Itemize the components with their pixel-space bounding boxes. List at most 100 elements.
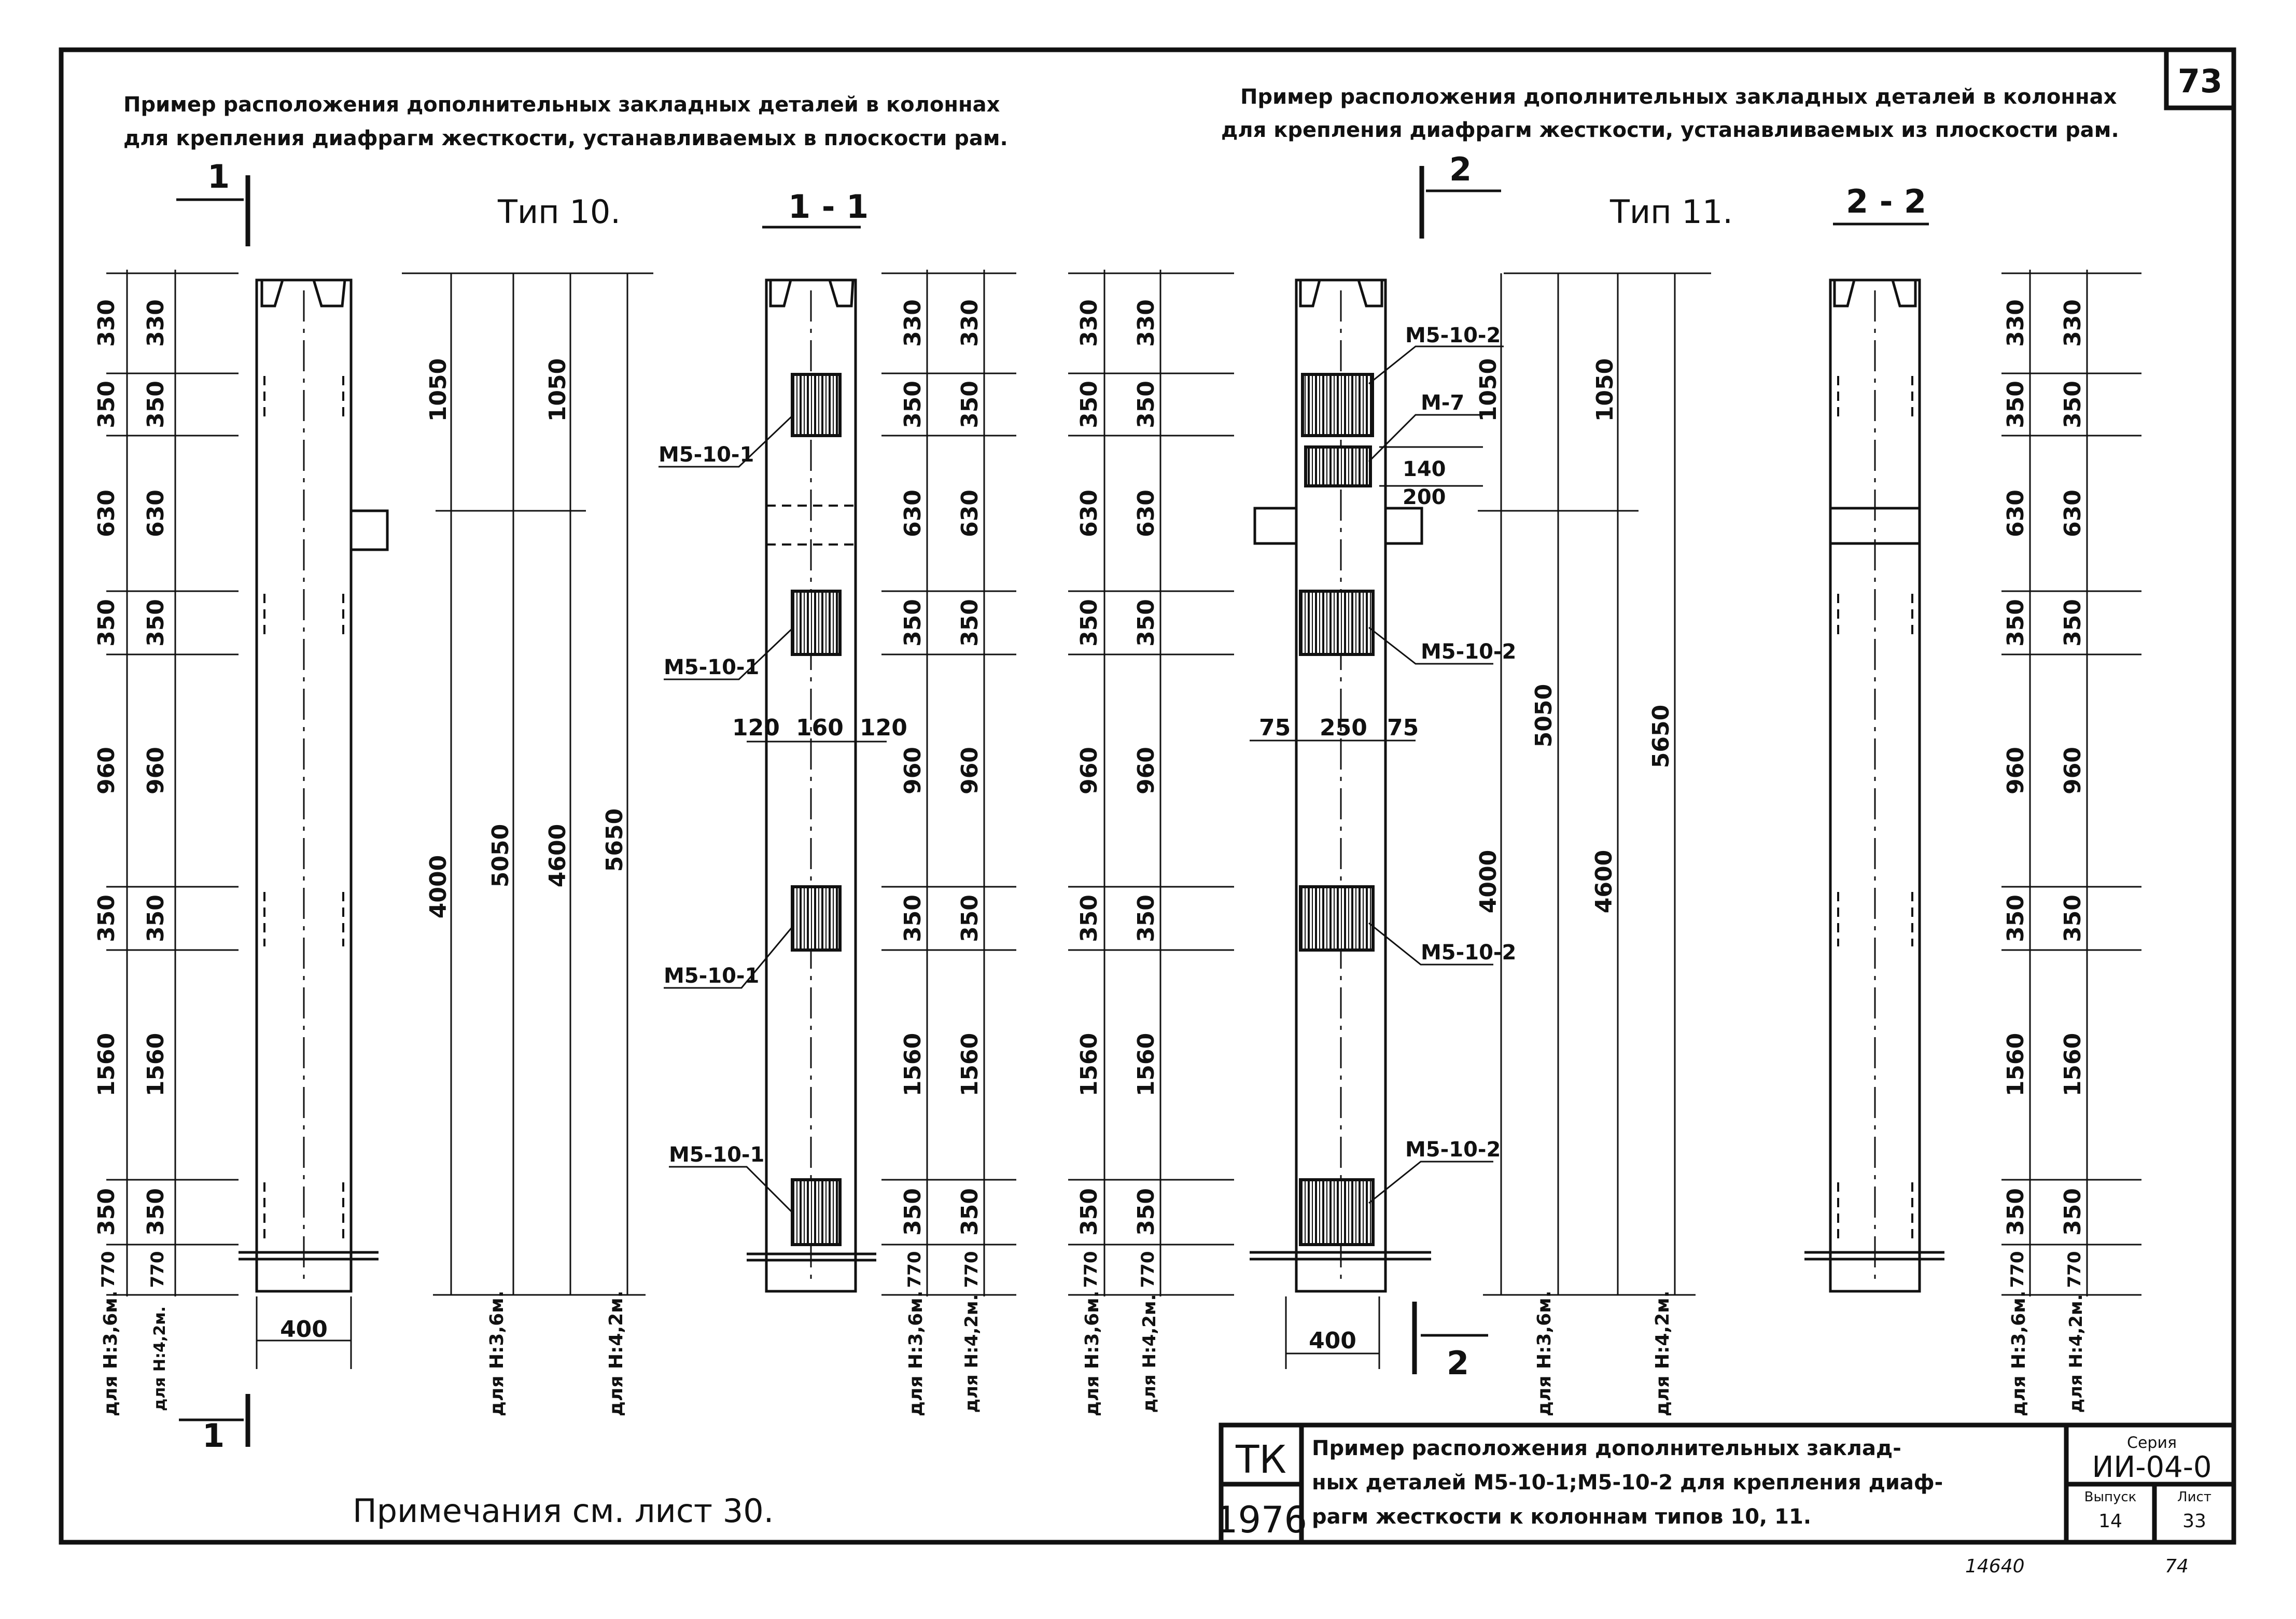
t10-sec-footnote-h42: для Н:4,2м. (961, 1294, 982, 1413)
t10-footnote-h36: для Н:3,6м. (100, 1291, 121, 1417)
t11-dim-5650: 5650 (1648, 705, 1674, 768)
t11-left2-dim-2: 630 (1133, 490, 1159, 537)
header-right-line1: Пример расположения дополнительных закла… (1240, 85, 2117, 109)
t11-sec-footnote-h36: для Н:3,6м. (2008, 1291, 2029, 1417)
t10-sec2-dim-8: 770 (961, 1251, 982, 1288)
plate-m5-10-2-a (1301, 373, 1374, 437)
t10-sec-dim-2: 630 (900, 490, 926, 537)
t10-sec-w-0: 120 (732, 715, 780, 741)
plate-m5-10-1-a (791, 373, 842, 437)
cut-mark-1-bottom: 1 (202, 1417, 225, 1455)
t11-sec-dim-3: 350 (2003, 599, 2029, 647)
tb-desc-2: ных деталей М5-10-1;М5-10-2 для креплени… (1312, 1471, 1943, 1495)
tb-tk: ТК (1235, 1437, 1286, 1482)
t10-sec2-dim-4: 960 (957, 747, 983, 794)
type10-title: Тип 10. (497, 193, 621, 231)
t11-footnote-h36: для Н:3,6м. (1082, 1291, 1103, 1417)
t11-left2-dim-8: 770 (1138, 1251, 1158, 1288)
plate-m5-10-1-b (791, 590, 842, 656)
t11-sec-w-1: 250 (1320, 715, 1367, 741)
t11-left-dim-3: 350 (1076, 599, 1102, 647)
t11-left-dim-2: 630 (1076, 490, 1102, 537)
label-m5-10-1-c: М5-10-1 (664, 964, 759, 988)
t10-sec2-dim-0: 330 (957, 299, 983, 347)
cut-mark-2-bottom: 2 (1447, 1344, 1469, 1382)
title-block: ТК 1976 Пример расположения дополнительн… (1215, 1422, 2236, 1545)
label-m5-10-2-c: М5-10-2 (1421, 941, 1516, 965)
t10-tall-footnote-h42: для Н:4,2м. (606, 1291, 627, 1417)
type11-console-left (1253, 507, 1298, 545)
t11-sec-w-2: 75 (1387, 715, 1419, 741)
t11-dim-1050-b: 1050 (1592, 358, 1618, 422)
t11-sec-dim-0: 330 (2003, 299, 2029, 347)
t10-left-dim-2: 630 (93, 490, 120, 537)
type11-title: Тип 11. (1609, 193, 1733, 231)
t11-sec2-dim-3: 350 (2060, 599, 2086, 647)
t11-sec-dim-1: 350 (2003, 381, 2029, 428)
section-1-1-title: 1 - 1 (788, 188, 869, 226)
plate-m5-10-2-b (1299, 590, 1375, 656)
t10-sec-dim-8: 770 (904, 1251, 925, 1288)
t10-sec2-dim-2: 630 (957, 490, 983, 537)
t11-left-dim-8: 770 (1081, 1251, 1101, 1288)
plate-m5-10-1-c (791, 885, 842, 952)
t10-sec-dim-5: 350 (900, 895, 926, 942)
t11-dim-4000: 4000 (1475, 850, 1502, 913)
t10-sec-dim-7: 350 (900, 1188, 926, 1236)
t11-sec-dim-5: 350 (2003, 895, 2029, 942)
label-m5-10-1-b: М5-10-1 (664, 655, 759, 679)
tb-series-value: ИИ-04-0 (2092, 1450, 2211, 1484)
tb-issue-value: 14 (2098, 1511, 2122, 1532)
t11-left2-dim-7: 350 (1133, 1188, 1159, 1236)
type10-width-label: 400 (280, 1316, 328, 1343)
t10-left-dim-6: 1560 (93, 1033, 120, 1096)
sheet-number: 73 (2178, 62, 2222, 100)
sheet-frame (59, 47, 2236, 1545)
type11-width-label: 400 (1309, 1328, 1356, 1354)
t10-left2-dim-3: 350 (143, 599, 169, 647)
label-m-7: М-7 (1421, 391, 1464, 415)
t11-small-dim-200: 200 (1403, 485, 1446, 509)
t10-left-dim-5: 350 (93, 895, 120, 942)
t11-left-dim-0: 330 (1076, 299, 1102, 347)
t10-left2-dim-0: 330 (143, 299, 169, 347)
t10-footnote-h42: для Н:4,2м. (151, 1306, 169, 1411)
t11-sec2-dim-8: 770 (2064, 1251, 2085, 1288)
t11-sec2-dim-5: 350 (2060, 895, 2086, 942)
t11-sec2-dim-0: 330 (2060, 299, 2086, 347)
label-m5-10-2-d: М5-10-2 (1405, 1138, 1501, 1162)
type11-group: 330 350 630 350 960 350 1560 350 770 330… (1068, 150, 2141, 1416)
cut-mark-1-top: 1 (207, 158, 230, 196)
t11-left2-dim-0: 330 (1133, 299, 1159, 347)
t10-left-dim-8: 770 (98, 1251, 119, 1288)
t10-tall-footnote-h36: для Н:3,6м. (486, 1291, 508, 1417)
cut-mark-2-top: 2 (1449, 150, 1472, 188)
stamp-code: 14640 (1965, 1556, 2025, 1577)
plate-m5-10-1-d (791, 1178, 842, 1246)
plate-m5-10-2-c (1299, 885, 1375, 952)
label-m5-10-1-d: М5-10-1 (669, 1143, 764, 1167)
t11-sec-dim-2: 630 (2003, 490, 2029, 537)
type10-group: 1 1 Тип 10. 400 (93, 158, 1016, 1455)
tb-issue-label: Выпуск (2084, 1489, 2137, 1505)
label-m5-10-1-a: М5-10-1 (659, 443, 754, 467)
sheet-number-box (2164, 47, 2236, 110)
t11-dim-1050-a: 1050 (1475, 358, 1502, 422)
t10-dim-4000: 4000 (425, 855, 452, 918)
t10-left-dim-1: 350 (93, 381, 120, 428)
t11-left2-dim-3: 350 (1133, 599, 1159, 647)
t10-dim-1050-b: 1050 (544, 358, 571, 422)
t10-sec2-dim-5: 350 (957, 895, 983, 942)
t11-left-dim-6: 1560 (1076, 1033, 1102, 1096)
t10-sec-dim-6: 1560 (900, 1033, 926, 1096)
t11-left-dim-1: 350 (1076, 381, 1102, 428)
tb-desc-1: Пример расположения дополнительных закла… (1312, 1436, 1901, 1460)
note-text: Примечания см. лист 30. (353, 1492, 774, 1530)
plate-m5-10-2-d (1299, 1178, 1375, 1246)
t10-dim-1050-a: 1050 (425, 358, 452, 422)
t10-dim-5650: 5650 (601, 808, 628, 872)
label-m5-10-2-b: М5-10-2 (1421, 640, 1516, 664)
t11-sec2-dim-7: 350 (2060, 1188, 2086, 1236)
